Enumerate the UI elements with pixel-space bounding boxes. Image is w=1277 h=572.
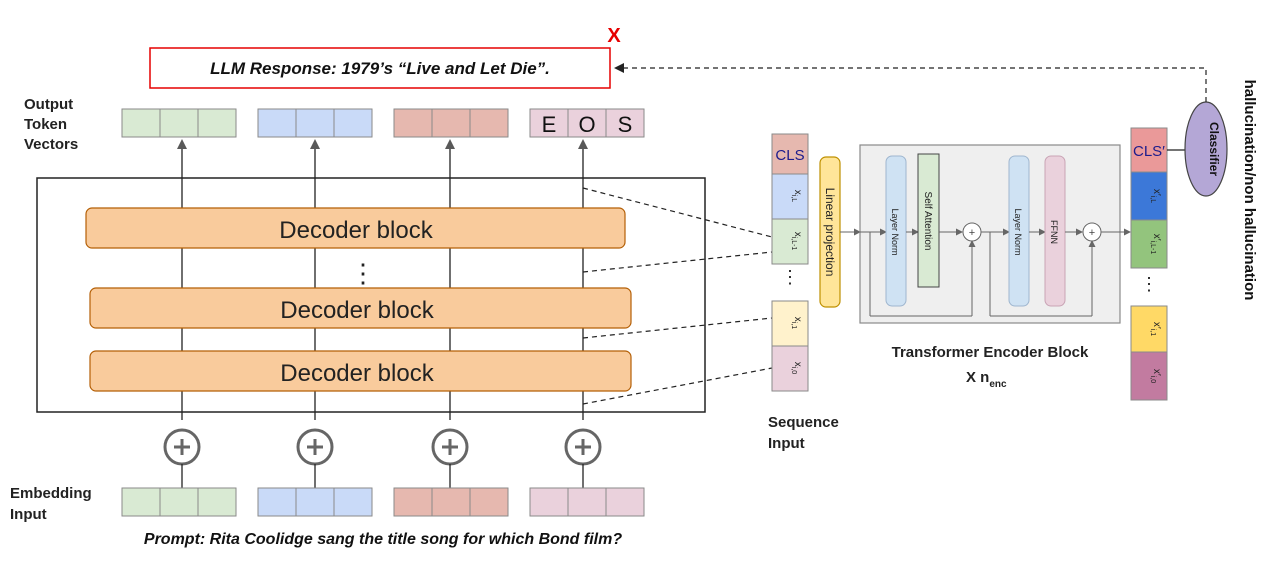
classifier-label: Classifier (1207, 122, 1221, 176)
decoder-block-bottom (89, 350, 632, 392)
output-token-vectors-label: Output Token Vectors (24, 96, 78, 153)
sequence-token-labels: xi,L xi,L-1 xi,1 xi,0 (790, 190, 803, 375)
eos-letters: E O S (542, 112, 633, 137)
decoder-block-middle-label: Decoder block (280, 297, 434, 324)
output-token-1 (1130, 171, 1168, 221)
decoder-block-middle (89, 287, 632, 329)
classifier: Classifier (1184, 101, 1228, 197)
seq-label-2: xi,L-1 (790, 232, 803, 251)
output-token-4 (1130, 351, 1168, 401)
ffnn-label: FFNN (1049, 220, 1059, 244)
ffnn (1044, 155, 1066, 307)
embedding-vectors (121, 487, 645, 517)
sequence-token-1 (771, 173, 809, 220)
output-token-2 (1130, 219, 1168, 269)
llm-response: LLM Response: 1979’s “Live and Let Die”.… (149, 25, 621, 89)
sequence-input-label-line-2: Input (768, 435, 805, 452)
output-token-vectors (121, 108, 645, 138)
plus-circle-2 (296, 428, 334, 466)
embedding-label-line-2: Input (10, 506, 47, 523)
seq-label-3: xi,1 (790, 317, 803, 330)
transformer-encoder-block: Layer Norm Self Attention + Layer Norm F… (859, 144, 1121, 390)
sequence-cls-label: CLS (775, 147, 804, 164)
plus-circle-4 (564, 428, 602, 466)
decoder-block-bottom-label: Decoder block (280, 360, 434, 387)
layer-norm-1-label: Layer Norm (890, 208, 900, 255)
output-vector-eos (529, 108, 645, 138)
out-label-4: x′i,0 (1149, 369, 1162, 383)
wrong-mark: X (607, 25, 621, 47)
encoder-repeat: X nenc (966, 369, 1007, 390)
embedding-vector-red (393, 487, 509, 517)
positional-add-circles (163, 428, 602, 466)
linear-projection: Linear projection (819, 156, 841, 308)
llm-response-box (149, 47, 611, 89)
output-vector-red (393, 108, 509, 138)
plus-circle-3 (431, 428, 469, 466)
output-token-labels: x′i,L x′i,L-1 x′i,1 x′i,0 (1149, 189, 1162, 383)
decoder-blocks: Decoder block Decoder block Decoder bloc… (85, 207, 632, 392)
self-attention-label: Self Attention (922, 192, 933, 251)
embedding-connectors (181, 464, 584, 488)
eos-letter-e: E (542, 112, 557, 137)
output-label-line-1: Output (24, 96, 73, 113)
prompt-text: Prompt: Rita Coolidge sang the title son… (144, 531, 622, 548)
output-label-line-3: Vectors (24, 136, 78, 153)
svg-text:+: + (969, 227, 975, 239)
linear-projection-label: Linear projection (823, 188, 837, 277)
hallucination-output-label: hallucination/non hallucination (1241, 80, 1258, 301)
svg-text:+: + (1089, 227, 1095, 239)
out-label-3: x′i,1 (1149, 322, 1162, 336)
output-vector-blue (257, 108, 373, 138)
seq-label-4: xi,0 (790, 362, 803, 375)
residual-add-1: + (962, 222, 982, 242)
sequence-token-3 (771, 300, 809, 347)
self-attention (917, 153, 940, 288)
embedding-vector-blue (257, 487, 373, 517)
sequence-cls-cell (771, 133, 809, 175)
layer-norm-2 (1008, 155, 1030, 307)
layer-norm-1 (885, 155, 907, 307)
out-label-2: x′i,L-1 (1149, 234, 1162, 255)
sequence-token-4 (771, 345, 809, 392)
sequence-input-label-line-1: Sequence (768, 414, 839, 431)
embedding-vector-green (121, 487, 237, 517)
out-label-1: x′i,L (1149, 189, 1162, 203)
output-ellipsis: ⋮ (1140, 274, 1158, 294)
sequence-token-2 (771, 218, 809, 265)
output-label-line-2: Token (24, 116, 67, 133)
eos-letter-s: S (618, 112, 633, 137)
decoder-ellipsis: ⋮ (350, 258, 376, 288)
hidden-state-dashed-links (582, 187, 773, 405)
encoder-title: Transformer Encoder Block (892, 344, 1089, 361)
embedding-vector-pink (529, 487, 645, 517)
output-token-3 (1130, 305, 1168, 353)
residual-add-2: + (1082, 222, 1102, 242)
classifier-to-response-arrow (614, 63, 1207, 102)
sequence-input-label: Sequence Input (768, 414, 839, 452)
output-sequence: CLS′ ⋮ x′i,L x′i,L-1 x′i,1 x′i,0 (1130, 127, 1168, 401)
layer-norm-2-label: Layer Norm (1013, 208, 1023, 255)
sequence-input: CLS ⋮ xi,L xi,L-1 xi,1 xi,0 Sequence Inp… (768, 133, 839, 452)
embedding-label-line-1: Embedding (10, 485, 92, 502)
output-cls-label: CLS′ (1133, 143, 1165, 160)
llm-response-text: LLM Response: 1979’s “Live and Let Die”. (210, 59, 550, 78)
sequence-ellipsis: ⋮ (781, 267, 799, 287)
decoder-stack-frame (36, 177, 706, 413)
embedding-input-label: Embedding Input (10, 485, 92, 523)
decoder-block-top-label: Decoder block (279, 217, 433, 244)
plus-circle-1 (163, 428, 201, 466)
output-vector-green (121, 108, 237, 138)
seq-label-1: xi,L (790, 190, 803, 203)
decoder-block-top (85, 207, 626, 249)
eos-letter-o: O (578, 112, 595, 137)
